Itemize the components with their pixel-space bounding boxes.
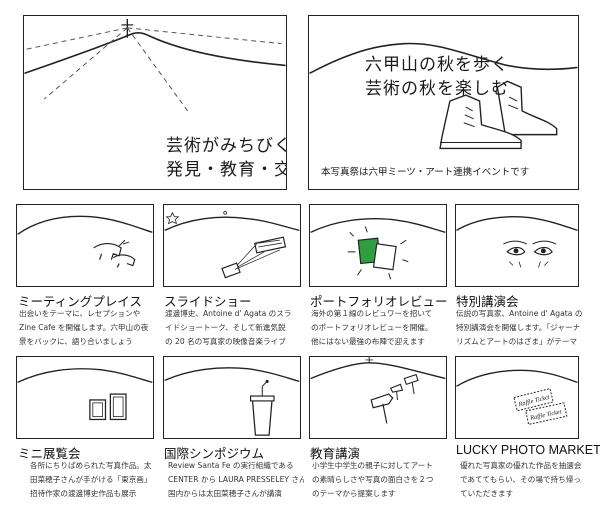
- card-title-education-lecture: 教育講演: [310, 446, 361, 461]
- card-panel-portfolio-review: [309, 204, 447, 287]
- card-desc-symposium: Review Santa Fe の実行組織である CENTER から LAURA…: [168, 461, 304, 498]
- card-title-slideshow: スライドショー: [164, 294, 252, 309]
- card-desc-meeting-place: 出会いをテーマに、レセプションや Zine Cafe を開催します。六甲山の夜 …: [19, 309, 149, 346]
- projector-illustration: [164, 210, 300, 279]
- card-title-lucky-photo-market: LUCKY PHOTO MARKET: [456, 443, 600, 457]
- card-desc-lucky-photo-market: 優れた写真家の優れた作品を抽選会 であててもらい、その場で持ち帰っ ていただきま…: [460, 461, 582, 498]
- card-title-portfolio-review: ポートフォリオレビュー: [310, 294, 448, 309]
- signposts-illustration: [310, 357, 446, 424]
- card-panel-slideshow: [163, 204, 301, 287]
- card-desc-portfolio-review: 海外の第１線のレビュワーを招いて のポートフォリオレビューを開催。 他にはない最…: [311, 309, 433, 346]
- hiking-boots-illustration: [309, 42, 578, 150]
- card-panel-lucky-photo-market: Raffle Ticket Raffle Ticket: [455, 356, 579, 439]
- card-panel-symposium: [163, 356, 301, 439]
- card-desc-education-lecture: 小学生中学生の親子に対してアート の素晴らしさや写真の面白さを２つ のテーマから…: [312, 461, 434, 498]
- deer-illustration: [17, 215, 153, 268]
- hero-right-note: 本写真祭は六甲ミーツ・アート連携イベントです: [321, 167, 530, 178]
- hero-left-line-2: 発見・教育・交流: [166, 160, 286, 180]
- podium-illustration: [164, 367, 300, 436]
- portfolio-illustration: [310, 218, 446, 280]
- card-desc-special-lecture: 伝説の写真家、Antoine d' Agata の 特別講演会を開催します。「ジ…: [456, 309, 583, 346]
- card-title-symposium: 国際シンポジウム: [164, 446, 265, 461]
- card-title-meeting-place: ミーティングプレイス: [18, 294, 142, 309]
- card-panel-education-lecture: [309, 356, 447, 439]
- card-panel-special-lecture: [455, 204, 579, 287]
- raffle-tickets-illustration: Raffle Ticket Raffle Ticket: [456, 369, 578, 425]
- hero-panel-right: 六甲山の秋を歩く 芸術の秋を楽しむ 本写真祭は六甲ミーツ・アート連携イベントです: [308, 15, 579, 190]
- card-desc-mini-exhibition: 各所にちりばめられた写真作品。太 田菜穂子さんが手がける「東京画」 招待作家の渡…: [30, 461, 152, 498]
- card-title-mini-exhibition: ミニ展覧会: [18, 446, 81, 461]
- card-panel-meeting-place: [16, 204, 154, 287]
- hero-left-line-1: 芸術がみちびく: [166, 136, 287, 156]
- hero-right-line-1: 六甲山の秋を歩く: [365, 55, 509, 75]
- card-panel-mini-exhibition: [16, 356, 154, 439]
- picture-frames-illustration: [17, 368, 153, 421]
- hero-right-line-2: 芸術の秋を楽しむ: [365, 79, 509, 99]
- hero-panel-left: 芸術がみちびく 発見・教育・交流: [23, 15, 287, 190]
- mountain-summit-illustration: [24, 18, 286, 112]
- eyes-illustration: [456, 216, 578, 268]
- card-title-special-lecture: 特別講演会: [456, 294, 519, 309]
- card-desc-slideshow: 渡邊博史、Antoine d' Agata のスラ イドショートーク、そして新進…: [165, 309, 292, 346]
